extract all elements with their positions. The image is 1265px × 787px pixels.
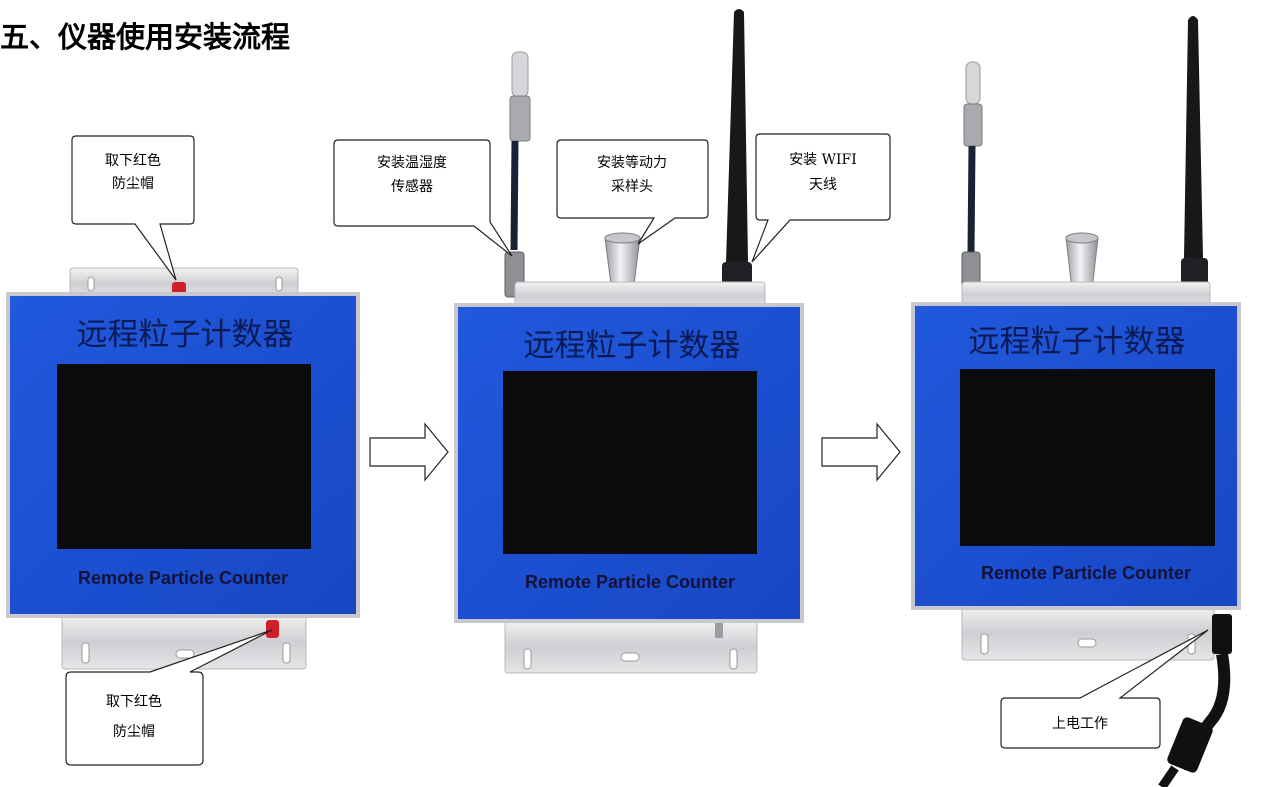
arrow-right-icon [821,422,901,482]
device-screen [57,364,311,549]
panel-title: 远程粒子计数器 [77,317,294,353]
callout-line-1: 取下红色 [106,693,162,710]
callout-line-2: 防尘帽 [113,724,155,740]
brand-label: Remote Particle Counter [981,563,1191,583]
callout-line-2: 天线 [809,177,837,193]
callout-line-1: 上电工作 [1052,716,1108,732]
panel-title: 远程粒子计数器 [969,324,1186,360]
brand-label: Remote Particle Counter [525,572,735,592]
callout-line-1: 安装等动力 [597,154,667,171]
step-2-unit: 远程粒子计数器 Remote Particle Counter [454,9,804,674]
step-3-unit: 远程粒子计数器 Remote Particle Counter [911,16,1241,787]
callout-line-2: 采样头 [611,179,653,195]
temp-humidity-sensor [961,61,983,297]
callout-line-2: 传感器 [391,178,433,195]
brand-label: Remote Particle Counter [78,568,288,588]
wifi-antenna [1181,16,1208,302]
panel-title: 远程粒子计数器 [524,328,741,364]
callout-temp-sensor: 安装温湿度 传感器 [333,139,513,257]
callout-line-1: 安装 WIFI [789,152,857,168]
callout-wifi-antenna: 安装 WIFI 天线 [751,133,891,263]
callout-remove-cap-top: 取下红色 防尘帽 [71,135,195,281]
device-screen [503,371,757,554]
wifi-antenna [722,9,752,304]
callout-power-on: 上电工作 [1000,629,1209,749]
callout-line-1: 安装温湿度 [377,155,447,171]
arrow-right-icon [369,422,449,482]
step-1-unit: 远程粒子计数器 Remote Particle Counter [6,267,360,670]
page-title: 五、仪器使用安装流程 [0,20,291,54]
power-cable [1158,614,1232,787]
red-dust-cap-bottom [266,620,279,638]
callout-remove-cap-bottom: 取下红色 防尘帽 [65,629,273,766]
device-screen [960,369,1215,546]
callout-line-2: 防尘帽 [112,176,154,192]
callout-line-1: 取下红色 [105,152,161,169]
temp-humidity-sensor [504,51,531,298]
callout-sampling-head: 安装等动力 采样头 [556,139,709,245]
